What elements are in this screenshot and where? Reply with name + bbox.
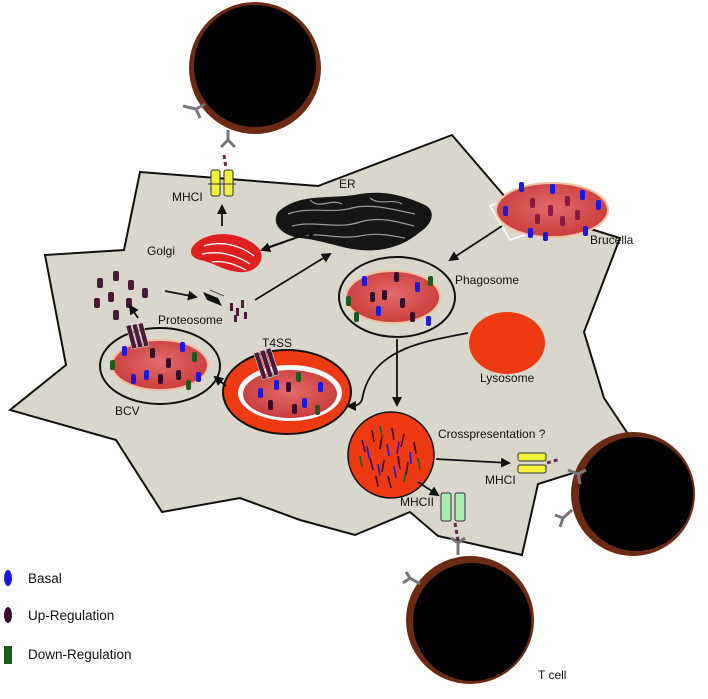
label-tcell: T cell [538, 668, 566, 682]
label-golgi: Golgi [147, 244, 175, 258]
legend-label-basal: Basal [28, 571, 62, 586]
label-crosspresentation: Crosspresentation ? [438, 427, 546, 441]
basal-marker-icon [4, 570, 12, 586]
brucella-bacterium [488, 182, 609, 241]
tcr-receptor-icon [402, 536, 466, 586]
label-phagosome: Phagosome [455, 273, 519, 287]
label-er: ER [339, 177, 356, 191]
proteasome-icon [203, 289, 225, 306]
legend-label-up: Up-Regulation [28, 608, 114, 623]
tcell-right [554, 432, 695, 556]
legend-item-down: Down-Regulation [4, 646, 132, 664]
phagosome [338, 256, 456, 338]
tcell-top [182, 2, 321, 149]
legend-label-down: Down-Regulation [28, 647, 132, 662]
t4ss-icon [253, 347, 280, 381]
mhc1-right [517, 452, 547, 474]
peptide-bottom [453, 522, 460, 541]
label-mhc2: MHCII [400, 495, 434, 509]
up-regulation-marker-icon [4, 607, 12, 623]
arrows [128, 204, 511, 497]
label-mhc1-right: MHCI [485, 473, 516, 487]
legend-item-up: Up-Regulation [4, 607, 114, 623]
label-proteosome: Proteosome [158, 313, 223, 327]
t4ss-vacuole [222, 347, 352, 435]
label-brucella: Brucella [590, 233, 634, 247]
lysosome [469, 312, 545, 374]
down-regulation-marker-icon [4, 646, 12, 664]
t4ss-icon-bcv [125, 322, 150, 350]
legend-item-basal: Basal [4, 570, 62, 586]
lysosomal-degradation [347, 411, 435, 499]
label-bcv: BCV [115, 404, 140, 418]
peptide-cluster [94, 271, 148, 320]
golgi-organelle [190, 234, 262, 273]
peptide-right [546, 457, 561, 465]
tcr-receptor-icon [182, 102, 237, 149]
label-mhc1-top: MHCI [172, 190, 203, 204]
label-lysosome: Lysosome [480, 371, 535, 385]
label-t4ss: T4SS [262, 336, 292, 350]
bcv-vacuole [99, 322, 221, 405]
tcr-receptor-icon [554, 468, 587, 528]
tcell-bottom [402, 536, 534, 684]
peptide-fragments [230, 300, 247, 322]
mhc1-top [208, 169, 236, 197]
peptide-top [222, 154, 228, 169]
mhc2 [440, 492, 466, 522]
legend: Basal Up-Regulation Down-Regulation [4, 570, 132, 664]
